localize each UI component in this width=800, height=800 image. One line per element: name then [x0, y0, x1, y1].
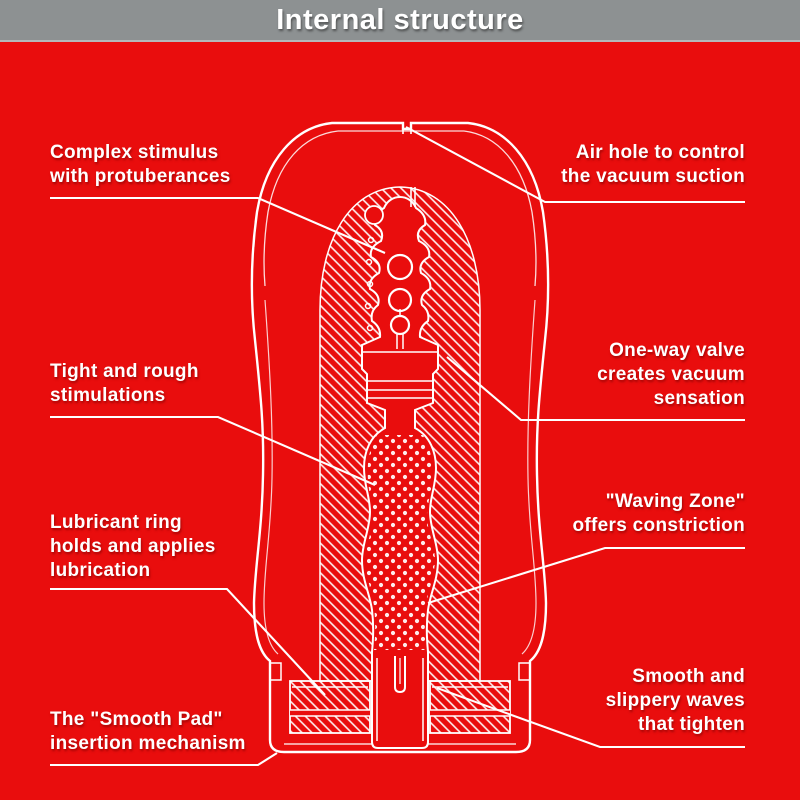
base-pads: [289, 680, 511, 734]
insertion-tube-walls: [376, 658, 424, 741]
leader-waving-zone: [427, 546, 745, 605]
one-way-valve-discs: [362, 334, 438, 399]
leader-air-hole: [405, 126, 745, 204]
leader-lines: [50, 126, 745, 767]
annotation-waving-zone: "Waving Zone" offers constriction: [572, 491, 745, 536]
channel-details: [362, 187, 438, 741]
leader-smooth-waves: [436, 687, 745, 749]
stimulus-ball-1: [386, 253, 414, 281]
header-bar: Internal structure: [0, 0, 800, 42]
base-pad-left: [289, 680, 371, 734]
annotation-tight-rough: Tight and rough stimulations: [50, 361, 199, 406]
base-ledges: [270, 662, 530, 681]
cup-inner-dome-line: [263, 130, 537, 287]
wave-texture-zone: [365, 435, 435, 650]
cup-inner-side-lines: [263, 299, 537, 655]
leader-smooth-pad: [50, 752, 278, 767]
annotation-smooth-pad: The "Smooth Pad" insertion mechanism: [50, 709, 246, 754]
page-title: Internal structure: [276, 3, 524, 36]
protuberance-lobe: [364, 205, 384, 225]
annotation-complex-stimulus: Complex stimulus with protuberances: [50, 142, 231, 187]
annotation-lubricant-ring: Lubricant ring holds and applies lubrica…: [50, 512, 216, 581]
leader-complex-stimulus: [50, 196, 386, 254]
annotation-one-way-valve: One-way valve creates vacuum sensation: [597, 340, 745, 409]
protuberance-stem: [410, 187, 416, 207]
smooth-pad-slot: [394, 656, 406, 694]
annotation-air-hole: Air hole to control the vacuum suction: [561, 142, 745, 187]
annotation-smooth-waves: Smooth and slippery waves that tighten: [605, 666, 745, 735]
cup-outline: [250, 121, 550, 754]
leader-one-way-valve: [446, 356, 745, 422]
leader-lubricant-ring: [50, 587, 326, 696]
leader-tight-rough: [50, 415, 376, 486]
